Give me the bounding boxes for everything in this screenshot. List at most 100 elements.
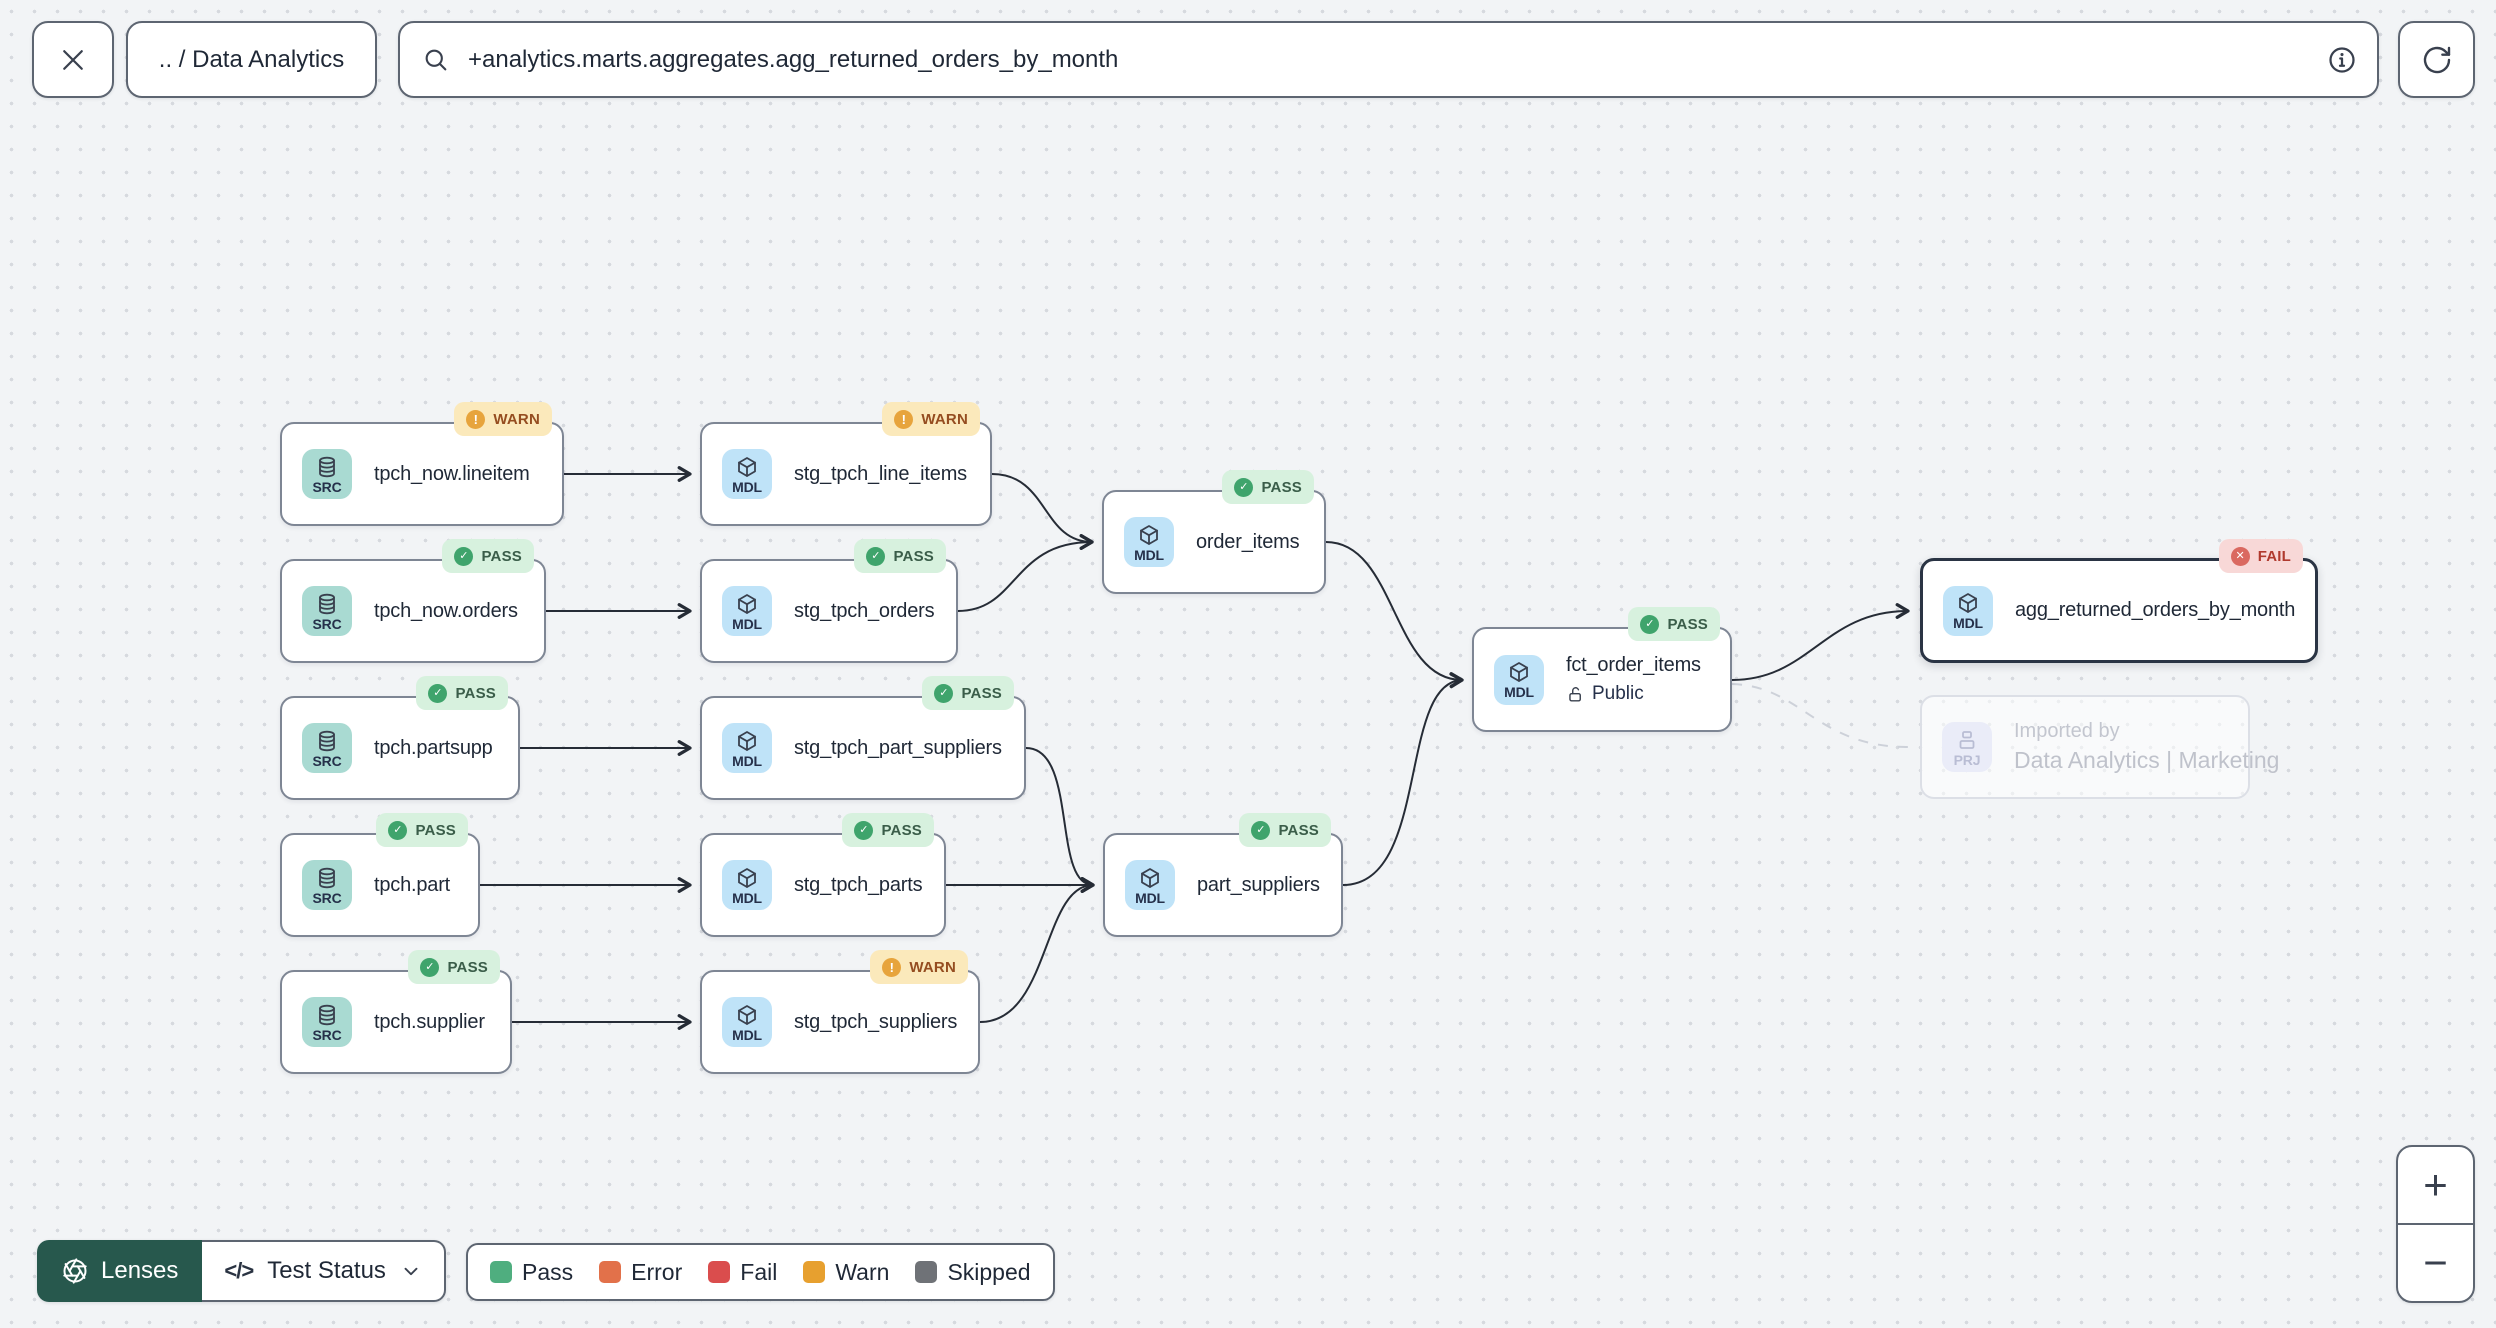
close-button[interactable]	[32, 21, 114, 98]
node-label: agg_returned_orders_by_month	[2015, 599, 2296, 621]
model-type-badge: MDL	[722, 586, 772, 636]
refresh-button[interactable]	[2398, 21, 2475, 98]
node-tpch-part[interactable]: ✓PASS SRC tpch.part	[280, 813, 480, 937]
model-cube-icon	[1959, 593, 1977, 613]
model-type-badge: MDL	[722, 449, 772, 499]
warn-swatch	[803, 1261, 826, 1283]
node-label: stg_tpch_line_items	[794, 462, 967, 485]
legend-item-fail: Fail	[708, 1259, 777, 1286]
lenses-button[interactable]: Lenses	[37, 1240, 203, 1302]
zoom-in-button[interactable]: +	[2398, 1147, 2473, 1225]
imported-by-label: Imported by	[2014, 720, 2120, 742]
fail-swatch	[708, 1261, 731, 1283]
status-badge: !WARN	[454, 402, 552, 436]
check-icon: ✓	[866, 546, 886, 566]
node-order_items[interactable]: ✓PASS MDL order_items	[1102, 470, 1326, 594]
legend-item-pass: Pass	[490, 1259, 573, 1286]
database-icon	[319, 1004, 335, 1025]
project-icon	[1959, 730, 1975, 749]
fail-icon: ✕	[2230, 546, 2250, 566]
warn-icon: !	[882, 957, 902, 977]
node-fct_order_items[interactable]: ✓PASS MDL fct_order_items Public	[1472, 607, 1732, 732]
node-tpch_now-lineitem[interactable]: !WARN SRC tpch_now.lineitem	[280, 402, 564, 526]
node-tpch-partsupp[interactable]: ✓PASS SRC tpch.partsupp	[280, 676, 520, 800]
status-badge: ✓PASS	[408, 950, 500, 984]
source-type-badge: SRC	[302, 449, 352, 499]
plus-icon: +	[2423, 1161, 2448, 1208]
check-icon: ✓	[1234, 477, 1254, 497]
check-icon: ✓	[854, 820, 874, 840]
node-label: tpch.partsupp	[374, 736, 493, 759]
database-icon	[319, 456, 335, 477]
model-cube-icon	[1140, 524, 1158, 545]
lock-open-icon	[1569, 686, 1581, 702]
search-input[interactable]	[466, 44, 2311, 75]
check-icon: ✓	[1640, 614, 1660, 634]
model-cube-icon	[738, 456, 756, 477]
node-stg_tpch_parts[interactable]: ✓PASS MDL stg_tpch_parts	[700, 813, 946, 937]
node-stg_tpch_line_items[interactable]: !WARN MDL stg_tpch_line_items	[700, 402, 992, 526]
node-label: stg_tpch_part_suppliers	[794, 736, 1002, 759]
node-tpch_now-orders[interactable]: ✓PASS SRC tpch_now.orders	[280, 539, 546, 663]
node-label: fct_order_items	[1566, 654, 1701, 676]
zoom-controls: + −	[2396, 1145, 2475, 1303]
warn-icon: !	[894, 409, 914, 429]
model-type-badge: MDL	[1125, 860, 1175, 910]
database-icon	[319, 867, 335, 888]
node-label: tpch_now.orders	[374, 599, 518, 622]
pass-swatch	[490, 1261, 512, 1283]
source-type-badge: SRC	[302, 860, 352, 910]
node-stg_tpch_suppliers[interactable]: !WARN MDL stg_tpch_suppliers	[700, 950, 980, 1074]
node-label: tpch.part	[374, 873, 451, 896]
info-icon[interactable]	[2327, 45, 2357, 75]
status-badge: ✓PASS	[922, 676, 1014, 710]
model-type-badge: MDL	[722, 723, 772, 773]
node-tpch-supplier[interactable]: ✓PASS SRC tpch.supplier	[280, 950, 512, 1074]
legend-item-skipped: Skipped	[915, 1259, 1031, 1286]
node-label: tpch.supplier	[374, 1010, 485, 1033]
node-part_suppliers[interactable]: ✓PASS MDL part_suppliers	[1103, 813, 1343, 937]
zoom-out-button[interactable]: −	[2398, 1225, 2473, 1301]
model-cube-icon	[738, 1004, 756, 1025]
node-imported-by-project[interactable]: PRJ Imported by Data Analytics | Marketi…	[1920, 695, 2279, 799]
node-label: stg_tpch_orders	[794, 599, 935, 622]
refresh-icon	[2423, 46, 2450, 73]
check-icon: ✓	[428, 683, 448, 703]
project-type-badge: PRJ	[1942, 722, 1992, 772]
model-cube-icon	[1510, 662, 1528, 682]
node-agg_returned_orders_by_month[interactable]: ✕FAIL MDL agg_returned_orders_by_month	[1920, 539, 2318, 663]
status-badge: ✓PASS	[1222, 470, 1314, 504]
warn-icon: !	[466, 409, 486, 429]
check-icon: ✓	[934, 683, 954, 703]
node-label: tpch_now.lineitem	[374, 462, 530, 485]
test-status-legend: Pass Error Fail Warn Skipped	[466, 1243, 1055, 1301]
legend-item-error: Error	[599, 1259, 682, 1286]
node-stg_tpch_orders[interactable]: ✓PASS MDL stg_tpch_orders	[700, 539, 958, 663]
model-cube-icon	[738, 730, 756, 751]
lens-selector-dropdown[interactable]: </> Test Status	[202, 1240, 446, 1302]
node-label: part_suppliers	[1197, 873, 1320, 896]
status-badge: !WARN	[870, 950, 968, 984]
breadcrumb[interactable]: .. / Data Analytics	[126, 21, 377, 98]
node-label: stg_tpch_suppliers	[794, 1010, 958, 1033]
model-type-badge: MDL	[1124, 517, 1174, 567]
status-badge: ✕FAIL	[2218, 539, 2303, 573]
error-swatch	[599, 1261, 622, 1283]
check-icon: ✓	[420, 957, 440, 977]
model-type-badge: MDL	[722, 997, 772, 1047]
check-icon: ✓	[388, 820, 408, 840]
breadcrumb-label: .. / Data Analytics	[158, 45, 345, 73]
model-type-badge: MDL	[1943, 585, 1993, 636]
search-bar	[398, 21, 2379, 98]
model-type-badge: MDL	[1494, 654, 1544, 705]
database-icon	[319, 593, 335, 614]
lenses-control: Lenses </> Test Status	[37, 1240, 446, 1302]
search-icon	[425, 49, 447, 70]
status-badge: ✓PASS	[854, 539, 946, 573]
source-type-badge: SRC	[302, 723, 352, 773]
node-label: stg_tpch_parts	[794, 873, 923, 896]
node-stg_tpch_part_suppliers[interactable]: ✓PASS MDL stg_tpch_part_suppliers	[700, 676, 1026, 800]
model-cube-icon	[738, 867, 756, 888]
source-type-badge: SRC	[302, 586, 352, 636]
